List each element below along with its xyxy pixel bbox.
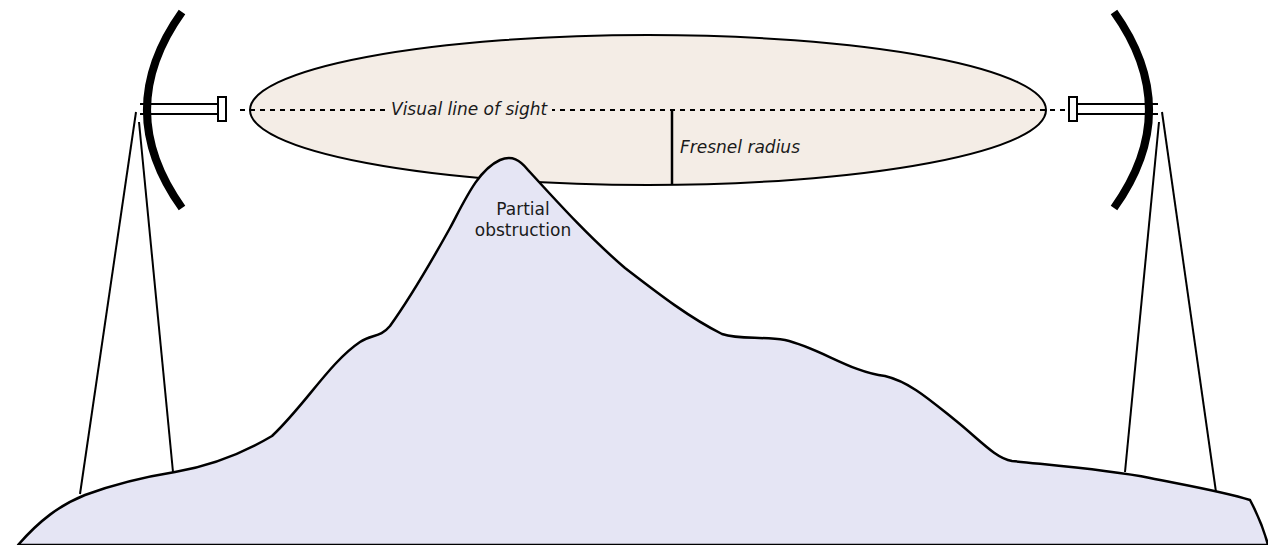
obstruction-label: Partial obstruction — [468, 199, 578, 242]
fresnel-zone: Visual line of sightFresnel radius — [248, 34, 1048, 186]
mountain-shape — [18, 158, 1268, 545]
line-of-sight — [240, 109, 1065, 111]
radius-line — [671, 110, 674, 185]
line-of-sight-label: Visual line of sight — [386, 99, 552, 120]
feed-arm — [1076, 113, 1158, 115]
fresnel-radius-label: Fresnel radius — [680, 137, 800, 158]
feed-horn — [218, 97, 226, 121]
feed-arm — [140, 103, 220, 105]
fresnel-zone-outline — [248, 34, 1048, 186]
tower-leg — [139, 122, 173, 472]
tower-leg — [80, 112, 136, 494]
feed-arm — [140, 113, 220, 115]
dish-antenna — [1114, 12, 1149, 208]
feed-arm — [1076, 103, 1158, 105]
tower-leg — [1162, 112, 1216, 492]
mountain-obstruction: Partial obstruction — [0, 155, 1268, 545]
dish-antenna — [147, 12, 182, 208]
mountain-obstruction-outline — [0, 155, 1268, 545]
fresnel-ellipse — [250, 35, 1046, 185]
feed-horn — [1069, 97, 1077, 121]
